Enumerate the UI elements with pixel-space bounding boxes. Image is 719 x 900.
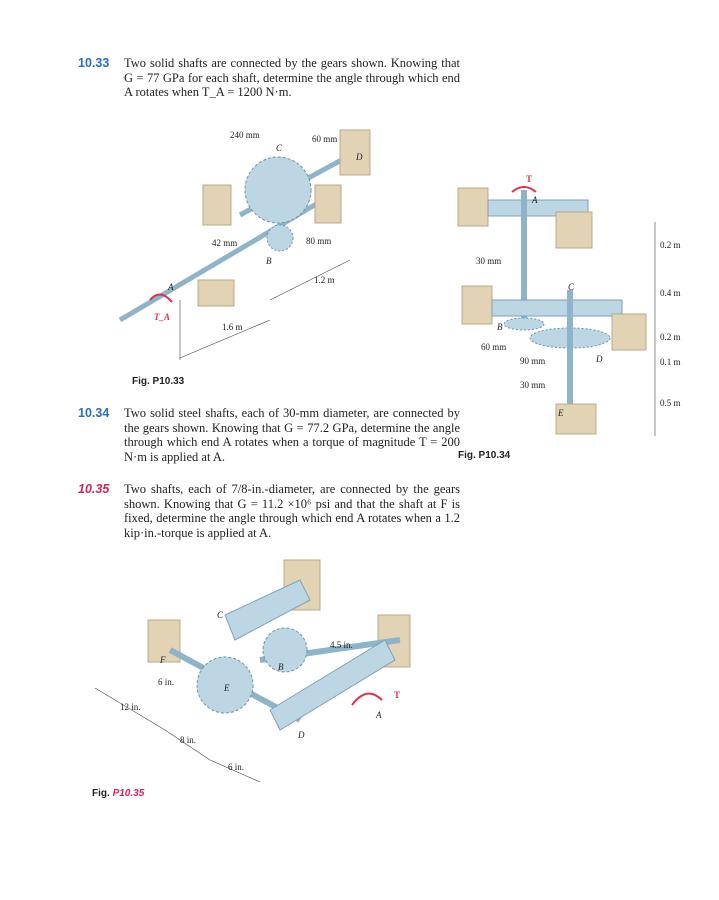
label: 240 mm [230,130,260,140]
torque-label: T [394,690,401,700]
caption-prefix: Fig. [92,788,113,799]
label: 6 in. [228,762,245,772]
label: 0.5 m [660,398,681,408]
label: 0.1 m [660,357,681,367]
label: 12 in. [120,702,141,712]
figure-caption: Fig. P10.35 [92,788,144,799]
label: 0.2 m [660,332,681,342]
label: D [356,152,363,162]
label: B [266,256,272,266]
problem-number: 10.35 [78,482,110,496]
label: 90 mm [520,356,546,366]
label: E [224,683,230,693]
label: C [276,143,283,153]
label: 8 in. [180,735,197,745]
problem-text: Two shafts, each of 7/8-in.-diameter, ar… [124,482,460,540]
problem-number: 10.34 [78,406,110,420]
label: 0.4 m [660,288,681,298]
label: C [217,610,224,620]
label: C [568,282,575,292]
torque-label: T [526,174,533,184]
problem-text: Two solid shafts are connected by the ge… [124,56,460,100]
label: 80 mm [306,236,332,246]
label: B [497,322,503,332]
label: 4.5 in. [330,640,353,650]
problem-10-33: 10.33 Two solid shafts are connected by … [78,56,460,100]
torque-label: T_A [154,312,171,322]
label: 1.2 m [314,275,335,285]
label: 1.6 m [222,322,243,332]
label: 30 mm [520,380,546,390]
label: B [278,662,284,672]
label: 42 mm [212,238,238,248]
figure-caption: Fig. P10.34 [458,450,511,461]
problem-number: 10.33 [78,56,110,70]
problem-10-34: 10.34 Two solid steel shafts, each of 30… [78,406,460,464]
label: 60 mm [312,134,338,144]
problem-text: Two solid steel shafts, each of 30-mm di… [124,406,460,464]
caption-number: P10.35 [112,788,145,799]
label: D [298,730,305,740]
label: A [532,195,538,205]
problem-10-35: 10.35 Two shafts, each of 7/8-in.-diamet… [78,482,460,540]
label: 60 mm [481,342,507,352]
figure-caption: Fig. P10.33 [132,376,185,387]
label: D [596,354,603,364]
label: 30 mm [476,256,502,266]
label: E [558,408,564,418]
label: A [168,282,174,292]
label: F [160,655,166,665]
label: A [376,710,382,720]
label: 0.2 m [660,240,681,250]
label: 6 in. [158,677,175,687]
